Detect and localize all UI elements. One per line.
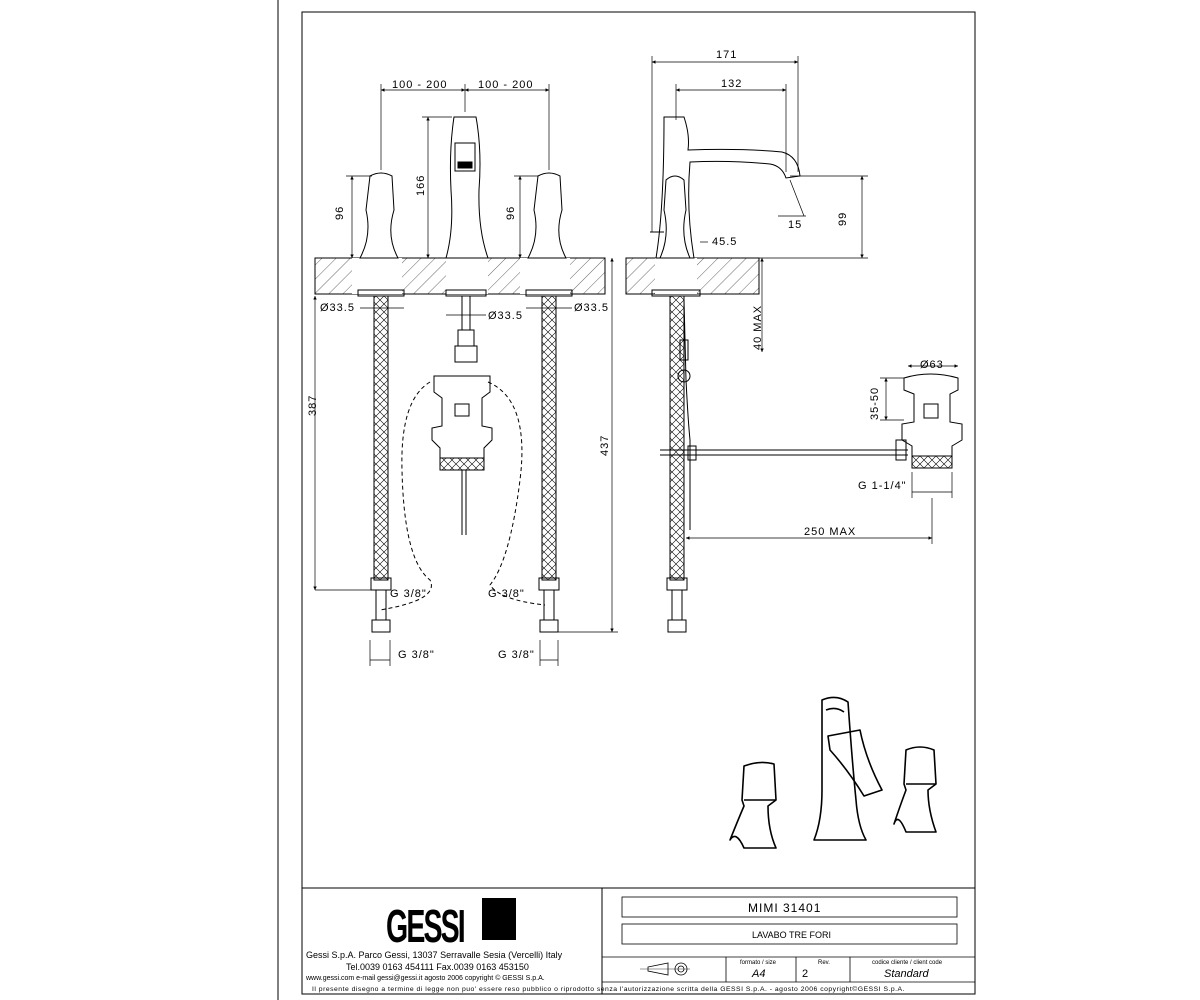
dim-waste-height: 35-50 xyxy=(869,387,881,420)
dim-rod-max: 250 MAX xyxy=(804,526,856,538)
side-hose xyxy=(669,295,685,581)
dim-hose-left: 387 xyxy=(307,395,319,416)
aerator-outlet xyxy=(454,142,476,172)
left-hose xyxy=(373,295,389,581)
product-3d-preview xyxy=(729,696,937,849)
dim-g-right-bottom: G 3/8" xyxy=(498,649,535,661)
right-handle xyxy=(527,172,567,259)
company-address: Gessi S.p.A. Parco Gessi, 13037 Serraval… xyxy=(306,950,563,960)
title-block: GESSI Gessi S.p.A. Parco Gessi, 13037 Se… xyxy=(302,887,975,994)
dim-reach-total: 171 xyxy=(716,49,737,61)
format-value: A4 xyxy=(751,968,765,980)
format-label: formato / size xyxy=(740,960,777,966)
dim-spout-angle: 15 xyxy=(788,219,802,231)
dim-g-center-inlet: G 3/8" xyxy=(488,588,525,600)
right-hose xyxy=(541,295,557,581)
dim-outlet-height: 99 xyxy=(837,212,849,226)
dim-waste-dia: Ø63 xyxy=(920,359,944,371)
company-web: www.gessi.com e-mail gessi@gessi.it agos… xyxy=(305,974,545,982)
projection-symbol-icon xyxy=(647,962,669,976)
dim-g-left-inlet: G 3/8" xyxy=(390,588,427,600)
spout-body xyxy=(445,116,489,259)
dim-spacing-left: 100 - 200 xyxy=(392,79,447,91)
front-dimensions xyxy=(313,84,618,666)
waste-valve-front xyxy=(431,375,493,471)
side-dimensions xyxy=(651,56,958,544)
dimension-labels: 100 - 200 100 - 200 96 166 96 Ø33.5 Ø33.… xyxy=(307,49,944,661)
legal-disclaimer: Il presente disegno a termine di legge n… xyxy=(312,985,905,993)
dim-reach-spout: 132 xyxy=(721,78,742,90)
dim-spacing-right: 100 - 200 xyxy=(478,79,533,91)
dim-deck-max: 40 MAX xyxy=(752,305,764,350)
brand-logo-block xyxy=(482,898,516,940)
product-name: MIMI 31401 xyxy=(748,901,821,915)
dim-handle-right: 96 xyxy=(505,206,517,220)
client-value: Standard xyxy=(884,968,930,980)
rev-value: 2 xyxy=(802,968,808,980)
preview-right-handle xyxy=(893,746,937,833)
brand-logo: GESSI xyxy=(386,901,465,953)
company-phone: Tel.0039 0163 454111 Fax.0039 0163 45315… xyxy=(346,962,529,972)
side-spout xyxy=(655,116,801,259)
dim-waste-thread: G 1-1/4" xyxy=(858,480,907,492)
side-handle xyxy=(659,175,691,259)
dim-lever-clearance: 45.5 xyxy=(712,236,737,248)
side-view xyxy=(625,116,963,633)
dim-g-left-bottom: G 3/8" xyxy=(398,649,435,661)
rev-label: Rev. xyxy=(818,960,830,966)
preview-left-handle xyxy=(729,761,777,849)
product-description: LAVABO TRE FORI xyxy=(752,930,831,940)
dim-dia-center: Ø33.5 xyxy=(488,310,523,322)
left-handle xyxy=(359,172,399,259)
client-label: codice cliente / client code xyxy=(872,960,943,966)
dim-handle-left: 96 xyxy=(334,206,346,220)
preview-spout xyxy=(813,696,867,841)
dim-dia-right: Ø33.5 xyxy=(574,302,609,314)
front-view xyxy=(314,116,606,633)
drawing-border xyxy=(301,11,976,995)
dim-dia-left: Ø33.5 xyxy=(320,302,355,314)
waste-valve-side xyxy=(901,373,963,469)
dim-hose-right: 437 xyxy=(599,435,611,456)
dim-spout-height: 166 xyxy=(415,175,427,196)
